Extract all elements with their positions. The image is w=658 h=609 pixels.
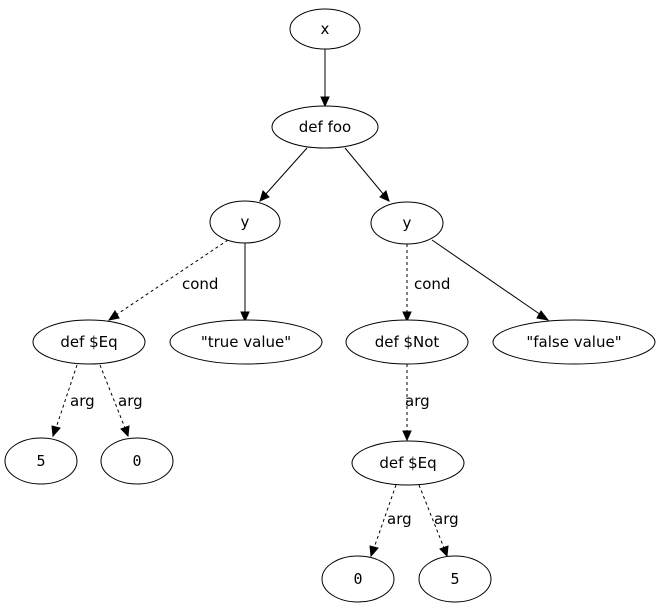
node-5-left-label: 5: [36, 452, 45, 470]
edge-label-cond-left: cond: [182, 275, 218, 293]
node-0-left-label: 0: [132, 452, 141, 470]
edge-def-foo-to-y-left: [259, 147, 308, 202]
node-def-not: def $Not: [345, 319, 469, 365]
node-false-value: "false value": [492, 319, 656, 365]
edge-label-cond-right: cond: [414, 275, 450, 293]
edge-y-left-to-def-eq-cond: [107, 239, 229, 321]
node-true-value-label: "true value": [201, 333, 291, 351]
node-def-eq-left-label: def $Eq: [60, 333, 117, 351]
edge-def-eq-left-to-0: [99, 364, 130, 438]
edge-y-right-to-false-value: [431, 239, 550, 321]
node-x-label: x: [321, 20, 330, 38]
edge-label-arg-not-eq: arg: [405, 392, 430, 410]
node-def-eq-right-label: def $Eq: [379, 454, 436, 472]
node-0-right-label: 0: [353, 570, 362, 588]
node-def-eq-left: def $Eq: [32, 319, 146, 365]
node-0-left: 0: [100, 437, 174, 485]
node-def-foo-label: def foo: [299, 118, 351, 136]
edge-def-eq-right-to-0: [369, 484, 397, 558]
node-def-eq-right: def $Eq: [351, 440, 465, 486]
edge-def-foo-to-y-right: [344, 147, 390, 202]
edge-label-arg-eq-right-5: arg: [434, 510, 459, 528]
node-false-value-label: "false value": [526, 333, 621, 351]
edge-x-to-def-foo: [320, 48, 330, 108]
edge-def-not-to-def-eq-right: [402, 364, 412, 442]
node-x: x: [289, 8, 361, 50]
node-y-left: y: [209, 200, 281, 244]
node-y-right: y: [370, 201, 444, 245]
node-y-left-label: y: [241, 213, 250, 231]
edge-label-arg-eq-left-5: arg: [70, 392, 95, 410]
edge-def-eq-left-to-5: [51, 364, 78, 438]
node-y-right-label: y: [403, 214, 412, 232]
node-true-value: "true value": [169, 319, 323, 365]
edge-y-left-to-true-value: [240, 242, 250, 323]
node-0-right: 0: [321, 555, 395, 603]
node-5-right: 5: [418, 555, 492, 603]
node-def-foo: def foo: [271, 105, 379, 149]
node-5-left: 5: [4, 437, 78, 485]
edge-label-arg-eq-left-0: arg: [118, 392, 143, 410]
edge-label-arg-eq-right-0: arg: [387, 510, 412, 528]
node-5-right-label: 5: [450, 570, 459, 588]
node-def-not-label: def $Not: [375, 333, 440, 351]
edge-def-eq-right-to-5: [418, 484, 449, 558]
edge-y-right-to-def-not-cond: [402, 244, 412, 323]
